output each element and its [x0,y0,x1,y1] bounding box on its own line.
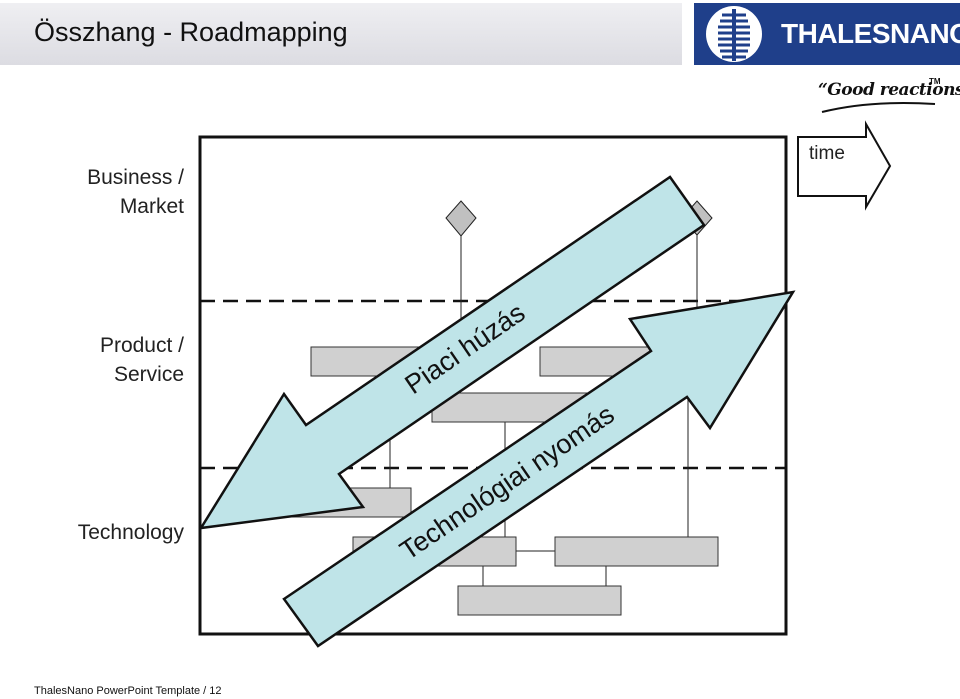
layer-label-technology-line: Technology [77,521,184,544]
layer-label-business-line1: Business / [87,166,184,189]
page-title: Összhang - Roadmapping [34,17,348,47]
market-pull-arrow [198,175,706,530]
layer-label-technology: Technology [78,518,184,547]
title-bar [0,3,682,65]
time-arrow [797,120,892,211]
layer-label-business: Business / Market [87,163,184,221]
logo-coil-icon [706,6,762,62]
logo-slogan: “Good reactions” [818,80,960,100]
footer-text: ThalesNano PowerPoint Template / 12 [34,685,222,697]
logo-trademark: TM [929,77,941,86]
layer-label-business-line2: Market [119,195,184,218]
layer-label-product: Product / Service [100,331,184,389]
logo-banner [694,3,960,65]
technology-box [554,536,719,567]
layer-label-product-line1: Product / [99,334,184,357]
layer-label-product-line2: Service [113,363,184,386]
technology-push-arrow [282,290,796,648]
technology-box [457,585,622,616]
logo-wordmark: THALESNANO [781,18,960,49]
time-label: time [809,143,845,164]
business-milestone-diamond [445,200,477,237]
